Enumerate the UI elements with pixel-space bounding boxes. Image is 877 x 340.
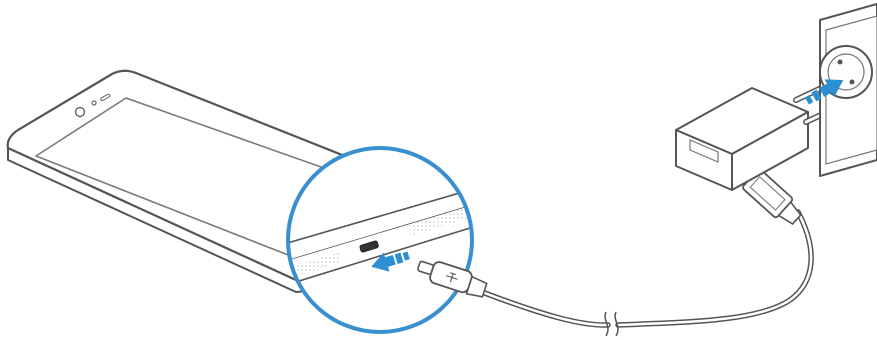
- socket-hole-icon: [850, 80, 855, 85]
- sensor-icon: [92, 101, 96, 105]
- wall-charger-icon: [676, 84, 840, 190]
- usb-cable: [482, 212, 811, 336]
- socket-hole-icon: [838, 60, 843, 65]
- front-camera-icon: [76, 108, 85, 117]
- cable-line: [482, 292, 608, 325]
